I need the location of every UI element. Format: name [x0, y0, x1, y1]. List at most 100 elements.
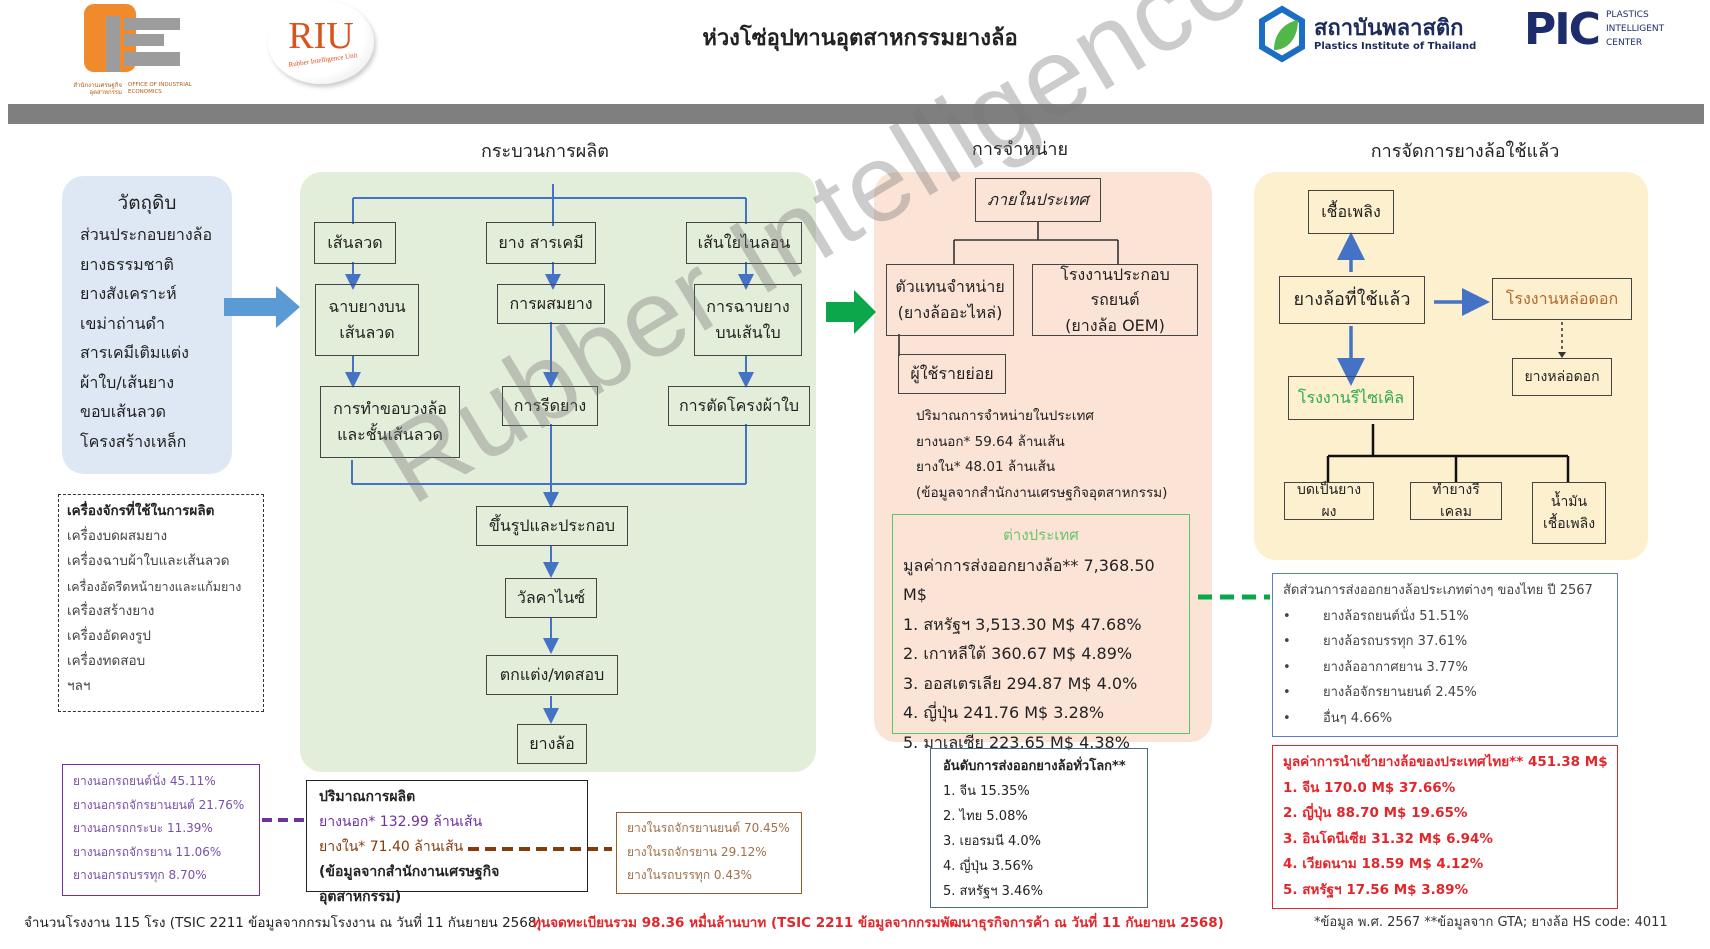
- import-value-title: มูลค่าการนำเข้ายางล้อของประเทศไทย** 451.…: [1283, 754, 1608, 770]
- world-rank-item: 2. ไทย 5.08%: [943, 809, 1028, 824]
- raw-material-item: ผ้าใบ/เส้นยาง: [80, 372, 175, 392]
- machine-item: เครื่องทดสอบ: [67, 653, 146, 669]
- machine-item: เครื่องฉาบผ้าใบและเส้นลวด: [67, 553, 230, 569]
- production-section-title: กระบวนการผลิต: [480, 141, 609, 162]
- machines-box: เครื่องจักรที่ใช้ในการผลิต เครื่องบดผสมย…: [58, 494, 264, 712]
- world-rank-box: อันดับการส่งออกยางล้อทั่วโลก** 1. จีน 15…: [930, 748, 1148, 908]
- export-title: ต่างประเทศ: [1003, 526, 1079, 544]
- bullet-icon: •: [1283, 710, 1291, 726]
- process-box-extrusion: การรีดยาง: [502, 386, 598, 426]
- export-item: 3. ออสเตรเลีย 294.87 M$ 4.0%: [903, 673, 1138, 693]
- export-total: มูลค่าการส่งออกยางล้อ** 7,368.50 M$: [903, 555, 1155, 605]
- used-box-recycle-plant: โรงงานรีไซเคิล: [1288, 376, 1414, 420]
- outer-share-item: ยางนอกรถจักรยานยนต์ 21.76%: [73, 797, 245, 812]
- export-share-item: • ยางล้อจักรยานยนต์ 2.45%: [1283, 680, 1607, 706]
- domestic-volume-line: ยางนอก* 59.64 ล้านเส้น: [916, 433, 1065, 450]
- world-rank-title: อันดับการส่งออกยางล้อทั่วโลก**: [943, 759, 1126, 774]
- export-item: 4. ญี่ปุ่น 241.76 M$ 3.28%: [903, 703, 1105, 722]
- distribution-section-title: การจำหน่าย: [971, 139, 1069, 160]
- raw-material-item: ขอบเส้นลวด: [80, 402, 167, 421]
- production-to-distribution-arrow: [826, 290, 876, 334]
- export-share-item: • ยางล้ออากาศยาน 3.77%: [1283, 655, 1607, 681]
- production-volume-box: ปริมาณการผลิต ยางนอก* 132.99 ล้านเส้น ยา…: [306, 780, 588, 905]
- process-box-vulcanize: วัลคาไนซ์: [505, 578, 597, 618]
- domestic-volume-line: (ข้อมูลจากสำนักงานเศรษฐกิจอุตสาหกรรม): [916, 484, 1168, 501]
- raw-material-item: โครงสร้างเหล็ก: [80, 431, 187, 451]
- machine-item: เครื่องอัดรีดหน้ายางและแก้มยาง: [67, 579, 242, 594]
- oie-caption-th: สำนักงานเศรษฐกิจอุตสาหกรรม: [73, 82, 122, 97]
- process-box-mixing: การผสมยาง: [497, 284, 605, 324]
- bullet-icon: •: [1283, 634, 1291, 649]
- export-share-label: ยางล้อจักรยานยนต์ 2.45%: [1323, 685, 1477, 700]
- outer-share-item: ยางนอกรถยนต์นั่ง 45.11%: [73, 774, 216, 788]
- export-item: 5. มาเลเซีย 223.65 M$ 4.38%: [903, 732, 1130, 752]
- import-value-box: มูลค่าการนำเข้ายางล้อของประเทศไทย** 451.…: [1272, 745, 1618, 909]
- process-box-bead-making: การทำขอบวงล้อ และชั้นเส้นลวด: [320, 386, 460, 458]
- raw-materials-panel: [62, 176, 232, 474]
- world-rank-item: 4. ญี่ปุ่น 3.56%: [943, 859, 1034, 874]
- outer-share-item: ยางนอกรถกระบะ 11.39%: [73, 821, 213, 835]
- export-box: ต่างประเทศ มูลค่าการส่งออกยางล้อ** 7,368…: [892, 514, 1190, 752]
- riu-logo: RIU Rubber Intelligence Unit: [268, 0, 374, 84]
- export-share-label: ยางล้อรถบรรทุก 37.61%: [1323, 634, 1468, 649]
- pic-line1: PLASTICS: [1606, 10, 1649, 20]
- oie-logo: สำนักงานเศรษฐกิจอุตสาหกรรม OFFICE OF IND…: [44, 4, 204, 100]
- machine-item: เครื่องสร้างยาง: [67, 603, 155, 619]
- used-box-reclaim: ทำยางรีเคลม: [1410, 482, 1502, 520]
- oie-caption-en: OFFICE OF INDUSTRIAL ECONOMICS: [128, 82, 192, 95]
- outer-share-item: ยางนอกรถจักรยาน 11.06%: [73, 844, 222, 859]
- pic-logo: PIC PLASTICS INTELLIGENT CENTER: [1524, 4, 1674, 56]
- raw-materials-title: วัตถุดิบ: [117, 192, 177, 214]
- used-box-retread-plant: โรงงานหล่อดอก: [1492, 278, 1632, 320]
- export-share-label: อื่นๆ 4.66%: [1323, 710, 1393, 726]
- domestic-volume-line: ปริมาณการจำหน่ายในประเทศ: [916, 408, 1094, 424]
- raw-material-item: เขม่าถ่านดำ: [80, 313, 165, 333]
- inner-share-item: ยางในรถบรรทุก 0.43%: [627, 868, 753, 882]
- raw-material-item: ยางธรรมชาติ: [80, 254, 174, 274]
- process-box-coat-wire: ฉาบยางบน เส้นลวด: [315, 284, 419, 356]
- import-item: 4. เวียดนาม 18.59 M$ 4.12%: [1283, 856, 1484, 872]
- used-box-retread-tire: ยางหล่อดอก: [1512, 358, 1612, 396]
- pic-line2: INTELLIGENT: [1606, 24, 1665, 34]
- process-box-tire: ยางล้อ: [517, 724, 587, 764]
- bullet-icon: •: [1283, 659, 1291, 675]
- footer-notes: *ข้อมูล พ.ศ. 2567 **ข้อมูลจาก GTA; ยางล้…: [1314, 915, 1668, 930]
- used-box-crumb-rubber: บดเป็นยางผง: [1284, 482, 1374, 520]
- production-volume-outer: ยางนอก* 132.99 ล้านเส้น: [319, 814, 483, 830]
- export-item: 2. เกาหลีใต้ 360.67 M$ 4.89%: [903, 644, 1133, 663]
- dist-box-retail: ผู้ใช้รายย่อย: [898, 354, 1006, 394]
- inner-share-item: ยางในรถจักรยาน 29.12%: [627, 844, 767, 859]
- used-box-used-tires: ยางล้อที่ใช้แล้ว: [1279, 276, 1425, 324]
- domestic-volume-line: ยางใน* 48.01 ล้านเส้น: [916, 459, 1056, 475]
- page-title: ห่วงโซ่อุปทานอุตสาหกรรมยางล้อ: [702, 26, 1018, 51]
- machine-item: ฯลฯ: [67, 678, 91, 694]
- inner-tire-share-box: ยางในรถจักรยานยนต์ 70.45% ยางในรถจักรยาน…: [616, 812, 802, 894]
- process-box-building: ขึ้นรูปและประกอบ: [476, 506, 628, 546]
- process-box-finishing: ตกแต่ง/ทดสอบ: [486, 655, 618, 695]
- export-share-item: •ยางล้อรถยนต์นั่ง 51.51%: [1283, 604, 1607, 630]
- inner-share-item: ยางในรถจักรยานยนต์ 70.45%: [627, 821, 790, 835]
- raw-materials-list: ส่วนประกอบยางล้อ ยางธรรมชาติ ยางสังเคราะ…: [80, 220, 212, 456]
- export-share-label: ยางล้ออากาศยาน 3.77%: [1323, 659, 1468, 675]
- machines-title: เครื่องจักรที่ใช้ในการผลิต: [67, 503, 215, 519]
- used-tires-panel: [1254, 172, 1648, 560]
- export-share-item: • อื่นๆ 4.66%: [1283, 706, 1607, 732]
- header-divider-bar: [8, 104, 1704, 124]
- process-box-steel-wire: เส้นลวด: [314, 222, 396, 264]
- dist-box-oem: โรงงานประกอบรถยนต์ (ยางล้อ OEM): [1032, 264, 1198, 336]
- hexagon-leaf-icon: [1259, 5, 1305, 63]
- import-item: 1. จีน 170.0 M$ 37.66%: [1283, 779, 1456, 796]
- footer-factories: จำนวนโรงงาน 115 โรง (TSIC 2211 ข้อมูลจาก…: [24, 915, 542, 931]
- import-item: 3. อินโดนีเซีย 31.32 M$ 6.94%: [1283, 830, 1493, 847]
- outer-tire-share-box: ยางนอกรถยนต์นั่ง 45.11% ยางนอกรถจักรยานย…: [62, 764, 260, 896]
- raw-material-item: ยางสังเคราะห์: [80, 284, 177, 303]
- bullet-icon: •: [1283, 685, 1291, 700]
- pit-logo: สถาบันพลาสติก Plastics Institute of Thai…: [1258, 5, 1478, 63]
- pit-name-th: สถาบันพลาสติก: [1314, 16, 1464, 41]
- used-box-fuel-oil: น้ำมัน เชื้อเพลิง: [1532, 482, 1606, 544]
- export-item: 1. สหรัฐฯ 3,513.30 M$ 47.68%: [903, 614, 1142, 634]
- bullet-icon: •: [1283, 608, 1291, 624]
- process-box-ply-cutting: การตัดโครงผ้าใบ: [668, 386, 810, 426]
- pic-line3: CENTER: [1606, 38, 1643, 48]
- export-share-box: สัดส่วนการส่งออกยางล้อประเภทต่างๆ ของไทย…: [1272, 573, 1618, 737]
